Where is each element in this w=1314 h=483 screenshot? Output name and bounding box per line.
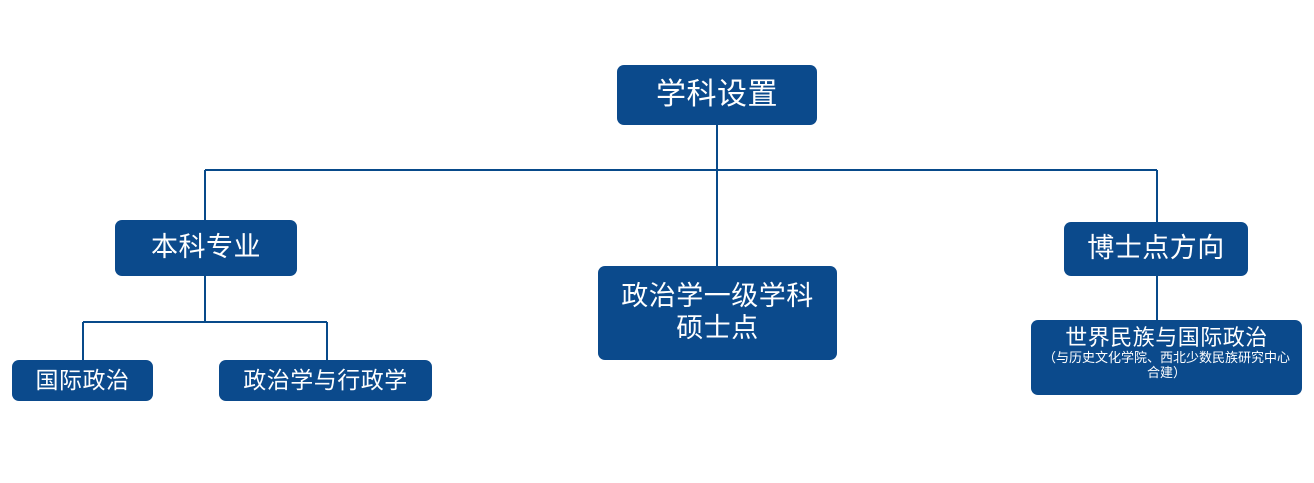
node-political-science-and-administration-label: 政治学与行政学 [243, 366, 408, 393]
node-international-politics-label: 国际政治 [35, 366, 130, 393]
node-master-program[interactable]: 政治学一级学科 硕士点 [598, 266, 837, 360]
node-political-science-and-administration[interactable]: 政治学与行政学 [219, 360, 432, 401]
node-undergraduate-majors[interactable]: 本科专业 [115, 220, 297, 276]
node-world-ethnicity-sublabel: （与历史文化学院、西北少数民族研究中心合建） [1042, 349, 1290, 380]
node-master-program-label-line1: 政治学一级学科 [621, 281, 814, 312]
node-root-discipline-settings[interactable]: 学科设置 [617, 65, 817, 125]
node-world-ethnicity-and-international-politics[interactable]: 世界民族与国际政治 （与历史文化学院、西北少数民族研究中心合建） [1031, 320, 1302, 395]
node-doctoral-direction-label: 博士点方向 [1087, 233, 1225, 264]
node-master-program-label-line2: 硕士点 [676, 313, 759, 343]
node-international-politics[interactable]: 国际政治 [12, 360, 153, 401]
node-undergraduate-majors-label: 本科专业 [151, 232, 261, 263]
node-world-ethnicity-label: 世界民族与国际政治 [1065, 325, 1268, 350]
node-doctoral-direction[interactable]: 博士点方向 [1064, 222, 1248, 276]
node-root-label: 学科设置 [656, 78, 778, 112]
